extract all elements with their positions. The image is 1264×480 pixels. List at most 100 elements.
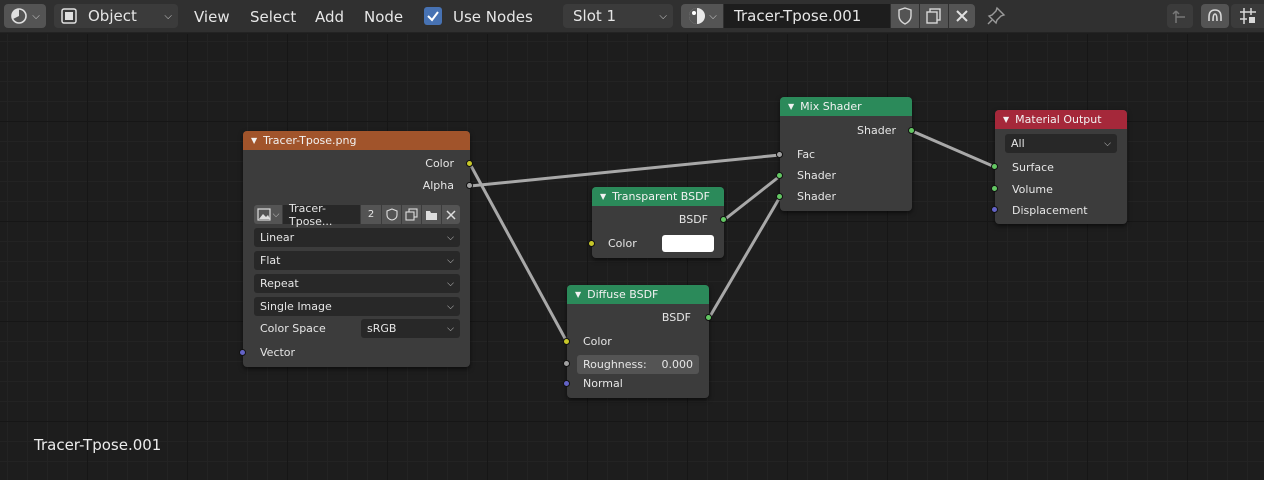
material-output-node[interactable]: ▼ Material Output All⌵ Surface Volume Di…	[995, 110, 1127, 224]
image-name-text: Tracer-Tpose...	[289, 201, 333, 228]
output-bsdf-label: BSDF	[678, 213, 708, 226]
image-open-button[interactable]	[422, 205, 441, 224]
chevron-down-icon: ⌵	[164, 10, 172, 22]
output-shader-label: Shader	[857, 124, 896, 137]
material-name-text: Tracer-Tpose.001	[734, 7, 862, 25]
input-displacement-label: Displacement	[1012, 204, 1088, 217]
diffuse-bsdf-node-header[interactable]: ▼ Diffuse BSDF	[567, 285, 709, 304]
image-users-count[interactable]: 2	[361, 205, 381, 224]
mix-shader-output-socket[interactable]	[908, 127, 915, 134]
snap-element-dropdown[interactable]	[1231, 4, 1264, 28]
menu-select[interactable]: Select	[250, 8, 297, 26]
fake-user-button[interactable]	[891, 4, 919, 28]
users-count-text: 2	[367, 209, 375, 220]
slot-dropdown[interactable]: Slot 1 ⌵	[563, 4, 673, 28]
material-name-field[interactable]: Tracer-Tpose.001	[724, 4, 890, 28]
mix-shader2-input-socket[interactable]	[776, 193, 783, 200]
input-shader1-label: Shader	[797, 169, 836, 182]
use-nodes-label: Use Nodes	[453, 8, 533, 26]
grid-snap-icon	[1239, 8, 1256, 24]
extension-dropdown[interactable]: Repeat ⌵	[254, 274, 460, 293]
source-dropdown[interactable]: Single Image ⌵	[254, 297, 460, 316]
image-texture-node[interactable]: ▼ Tracer-Tpose.png Color Alpha ⌵ Tracer-…	[243, 131, 470, 367]
material-sphere-icon	[689, 8, 706, 24]
arrow-up-icon	[1172, 10, 1185, 23]
image-unlink-button[interactable]	[442, 205, 460, 224]
diffuse-roughness-input-socket[interactable]	[563, 360, 570, 367]
checkmark-icon	[427, 11, 439, 22]
transparent-bsdf-output-socket[interactable]	[720, 216, 727, 223]
chevron-down-icon: ⌵	[447, 278, 454, 289]
chevron-down-icon: ⌵	[447, 323, 454, 334]
mix-shader-node-header[interactable]: ▼ Mix Shader	[780, 97, 912, 116]
menu-node[interactable]: Node	[364, 8, 404, 26]
image-color-output-socket[interactable]	[466, 160, 473, 167]
object-icon	[61, 8, 77, 24]
color-space-dropdown[interactable]: sRGB⌵	[361, 319, 460, 338]
collapse-triangle-icon[interactable]: ▼	[251, 136, 258, 145]
material-name-overlay: Tracer-Tpose.001	[34, 436, 162, 454]
extension-value: Repeat	[260, 277, 299, 290]
slot-label: Slot 1	[573, 7, 617, 25]
collapse-triangle-icon[interactable]: ▼	[600, 192, 607, 201]
unlink-material-button[interactable]	[949, 4, 975, 28]
output-surface-input-socket[interactable]	[991, 163, 998, 170]
output-alpha-label: Alpha	[422, 179, 454, 192]
diffuse-bsdf-output-socket[interactable]	[705, 314, 712, 321]
roughness-label: Roughness:	[583, 358, 647, 371]
material-output-node-header[interactable]: ▼ Material Output	[995, 110, 1127, 129]
projection-dropdown[interactable]: Flat⌵	[254, 251, 460, 270]
image-alpha-output-socket[interactable]	[466, 182, 473, 189]
input-volume-label: Volume	[1012, 183, 1053, 196]
browse-image-button[interactable]: ⌵	[254, 205, 282, 224]
node-editor-header: ⌵ Object ⌵ View Select Add Node Use Node…	[0, 0, 1264, 33]
mix-shader-node[interactable]: ▼ Mix Shader Shader Fac Shader Shader	[780, 97, 912, 211]
image-icon	[256, 207, 271, 221]
shield-icon	[898, 7, 912, 25]
editor-type-button[interactable]: ⌵	[4, 4, 46, 28]
image-fake-user-button[interactable]	[382, 205, 401, 224]
transparent-bsdf-node[interactable]: ▼ Transparent BSDF BSDF Color	[592, 187, 724, 258]
source-value: Single Image	[260, 300, 332, 313]
diffuse-bsdf-node[interactable]: ▼ Diffuse BSDF BSDF Color Roughness: 0.0…	[567, 285, 709, 398]
image-vector-input-socket[interactable]	[239, 349, 246, 356]
duplicate-icon	[405, 208, 418, 221]
output-displacement-input-socket[interactable]	[991, 206, 998, 213]
interpolation-value: Linear	[260, 231, 295, 244]
image-duplicate-button[interactable]	[402, 205, 421, 224]
render-target-dropdown[interactable]: All⌵	[1005, 134, 1117, 153]
browse-material-button[interactable]: ⌵	[681, 4, 723, 28]
image-texture-node-header[interactable]: ▼ Tracer-Tpose.png	[243, 131, 470, 150]
collapse-triangle-icon[interactable]: ▼	[1003, 115, 1010, 124]
menu-view[interactable]: View	[194, 8, 230, 26]
projection-value: Flat	[260, 254, 281, 267]
transparent-color-input-socket[interactable]	[588, 240, 595, 247]
color-swatch[interactable]	[662, 235, 714, 252]
parent-node-tree-button[interactable]	[1167, 4, 1193, 28]
output-volume-input-socket[interactable]	[991, 185, 998, 192]
mix-shader1-input-socket[interactable]	[776, 172, 783, 179]
collapse-triangle-icon[interactable]: ▼	[788, 102, 795, 111]
diffuse-normal-input-socket[interactable]	[563, 380, 570, 387]
duplicate-material-button[interactable]	[920, 4, 948, 28]
use-nodes-checkbox[interactable]	[424, 7, 442, 25]
collapse-triangle-icon[interactable]: ▼	[575, 290, 582, 299]
input-normal-label: Normal	[583, 377, 623, 390]
diffuse-color-input-socket[interactable]	[563, 338, 570, 345]
folder-icon	[426, 210, 437, 220]
input-color-label: Color	[583, 335, 612, 348]
menu-add[interactable]: Add	[315, 8, 345, 26]
render-target-value: All	[1011, 137, 1025, 150]
roughness-slider[interactable]: Roughness: 0.000	[577, 355, 699, 374]
transparent-bsdf-node-header[interactable]: ▼ Transparent BSDF	[592, 187, 724, 206]
shader-type-dropdown[interactable]: Object ⌵	[54, 4, 178, 28]
mix-fac-input-socket[interactable]	[776, 151, 783, 158]
pin-button[interactable]	[984, 5, 1008, 27]
interpolation-dropdown[interactable]: Linear⌵	[254, 228, 460, 247]
chevron-down-icon: ⌵	[447, 301, 454, 312]
image-name-field[interactable]: Tracer-Tpose...	[283, 202, 360, 228]
material-output-node-title: Material Output	[1015, 113, 1102, 126]
shader-type-label: Object	[88, 7, 137, 25]
snap-toggle-button[interactable]	[1201, 4, 1229, 28]
roughness-value: 0.000	[661, 358, 694, 371]
